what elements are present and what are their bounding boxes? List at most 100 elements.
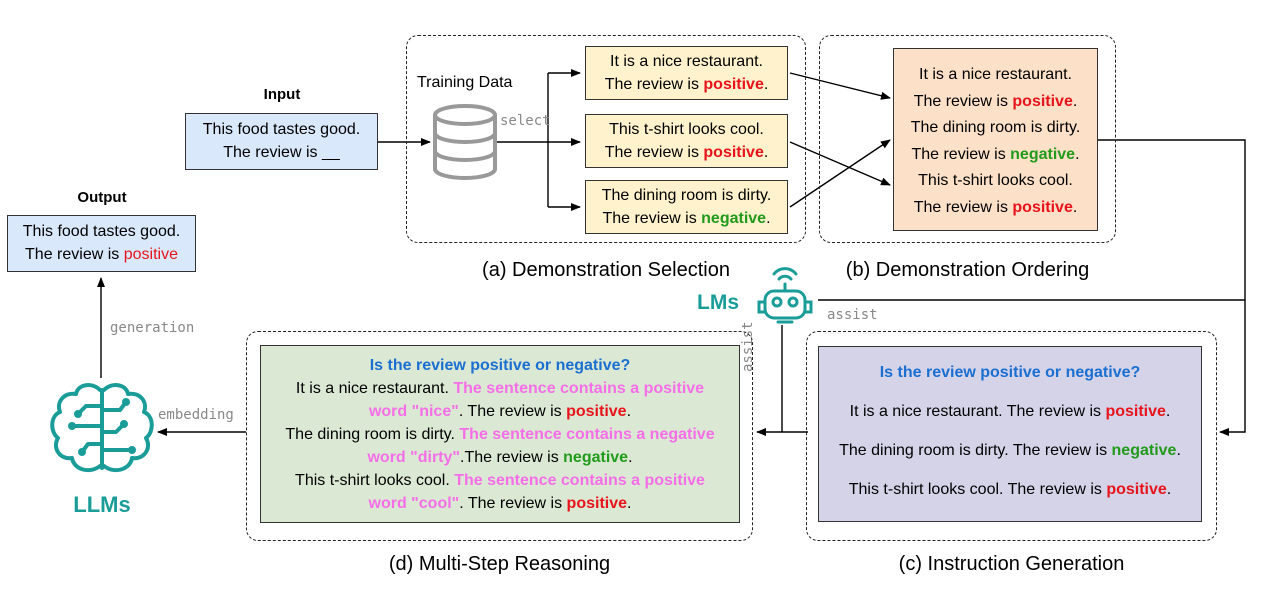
- ordering-to-instruction-arrow: [1098, 139, 1246, 436]
- instruction-item-1-suffix: .: [1165, 403, 1171, 420]
- instruction-item-3-label: positive: [1106, 481, 1167, 498]
- embedding-label: embedding: [158, 407, 234, 423]
- instruction-item-2-label: negative: [1111, 442, 1177, 459]
- order-line-2-label: positive: [1012, 92, 1073, 110]
- reasoning-item-2-suffix: .: [628, 449, 633, 466]
- reasoning-item-2-reason-a: The sentence contains a negative: [459, 426, 715, 443]
- order-arrow-1: [789, 72, 891, 100]
- demo-1-sentence: It is a nice restaurant.: [610, 53, 763, 70]
- reasoning-item-3-line-a: This t-shirt looks cool. The sentence co…: [261, 469, 739, 492]
- demo-box-3: The dining room is dirty. The review is …: [585, 180, 788, 234]
- reasoning-item-3-reason-b: word "cool": [368, 495, 460, 512]
- instruction-item-1: It is a nice restaurant. The review is p…: [819, 400, 1201, 423]
- order-line-1: It is a nice restaurant.: [919, 66, 1072, 83]
- demo-3-sentence: The dining room is dirty.: [601, 187, 772, 204]
- output-line-2: The review is positive: [8, 243, 195, 266]
- reasoning-question: Is the review positive or negative?: [369, 357, 631, 374]
- order-line-2: The review is positive.: [894, 89, 1097, 116]
- instruction-item-2-prefix: The dining room is dirty. The review is: [839, 442, 1112, 459]
- reasoning-item-1-line-b: word "nice". The review is positive.: [261, 400, 739, 423]
- instruction-item-1-prefix: It is a nice restaurant. The review is: [849, 403, 1106, 420]
- training-data-label: Training Data: [417, 74, 513, 91]
- ordering-panel: [819, 35, 1116, 243]
- reasoning-item-1-suffix: .: [626, 403, 632, 420]
- output-line-1: This food tastes good.: [22, 223, 181, 240]
- reasoning-item-2-label: negative: [563, 449, 629, 466]
- output-label-positive: positive: [123, 246, 178, 263]
- reasoning-item-2-line-b: word "dirty".The review is negative.: [261, 446, 739, 469]
- order-line-4-prefix: The review is: [911, 145, 1011, 163]
- reasoning-item-2-reason-b: word "dirty": [367, 449, 460, 466]
- input-line-1: This food tastes good.: [202, 121, 361, 138]
- reasoning-item-3-suffix: .: [627, 495, 632, 512]
- assist-label-horizontal: assist: [827, 307, 878, 323]
- reasoning-item-3-sentence: This t-shirt looks cool.: [295, 472, 455, 489]
- order-line-4: The review is negative.: [894, 142, 1097, 169]
- reasoning-item-3-line-b: word "cool". The review is positive.: [261, 492, 739, 515]
- instruction-item-3-suffix: .: [1166, 481, 1172, 498]
- select-label: select: [500, 113, 551, 129]
- order-arrow-2: [789, 141, 891, 186]
- demo-2-review: The review is positive.: [586, 141, 787, 164]
- order-line-6-label: positive: [1012, 198, 1073, 216]
- lms-label: LMs: [697, 291, 739, 314]
- order-arrow-3: [789, 139, 891, 208]
- database-icon: [433, 104, 497, 180]
- order-line-3: The dining room is dirty.: [910, 119, 1081, 136]
- selection-panel: [406, 35, 806, 243]
- reasoning-item-1-reason-a: The sentence contains a positive: [453, 380, 705, 397]
- instruction-item-3-prefix: This t-shirt looks cool. The review is: [848, 481, 1107, 498]
- reasoning-item-3-prefix: . The review is: [459, 495, 567, 512]
- demo-1-suffix: .: [763, 76, 769, 93]
- demo-1-prefix: The review is: [604, 76, 704, 93]
- instruction-box: Is the review positive or negative? It i…: [818, 346, 1202, 522]
- reasoning-panel: [246, 331, 753, 541]
- input-box: This food tastes good. The review is __: [185, 113, 378, 170]
- instruction-caption: (c) Instruction Generation: [898, 553, 1125, 575]
- order-line-4-suffix: .: [1075, 145, 1080, 163]
- order-line-6-prefix: The review is: [913, 198, 1013, 216]
- demo-2-label: positive: [703, 144, 764, 161]
- order-line-2-prefix: The review is: [913, 92, 1013, 110]
- ordering-box: It is a nice restaurant. The review is p…: [893, 48, 1098, 231]
- selection-caption: (a) Demonstration Selection: [482, 259, 730, 281]
- brain-circuit-icon: [50, 383, 154, 473]
- reasoning-item-1-reason-b: word "nice": [368, 403, 459, 420]
- reasoning-item-3-reason-a: The sentence contains a positive: [454, 472, 705, 489]
- instruction-question: Is the review positive or negative?: [879, 364, 1141, 381]
- instruction-item-3: This t-shirt looks cool. The review is p…: [819, 478, 1201, 501]
- demo-box-1: It is a nice restaurant. The review is p…: [585, 46, 788, 100]
- order-line-2-suffix: .: [1072, 92, 1078, 110]
- output-label: Output: [77, 189, 127, 206]
- reasoning-item-1-line-a: It is a nice restaurant. The sentence co…: [261, 377, 739, 400]
- demo-3-suffix: .: [766, 210, 771, 227]
- instruction-panel: [806, 331, 1217, 541]
- order-line-4-label: negative: [1010, 145, 1076, 163]
- order-line-6-suffix: .: [1072, 198, 1078, 216]
- reasoning-caption: (d) Multi-Step Reasoning: [388, 553, 611, 575]
- demo-2-suffix: .: [763, 144, 769, 161]
- reasoning-item-1-sentence: It is a nice restaurant.: [295, 380, 454, 397]
- reasoning-item-2-prefix: .The review is: [460, 449, 564, 466]
- robot-icon: [757, 267, 813, 324]
- reasoning-box: Is the review positive or negative? It i…: [260, 345, 740, 523]
- reasoning-item-1-label: positive: [566, 403, 627, 420]
- order-line-6: The review is positive.: [894, 195, 1097, 222]
- llms-label: LLMs: [73, 492, 131, 517]
- generation-label: generation: [110, 320, 195, 336]
- demo-2-prefix: The review is: [604, 144, 704, 161]
- output-box: This food tastes good. The review is pos…: [7, 215, 196, 272]
- instruction-item-1-label: positive: [1105, 403, 1166, 420]
- demo-1-label: positive: [703, 76, 764, 93]
- demo-box-2: This t-shirt looks cool. The review is p…: [585, 114, 788, 168]
- demo-1-review: The review is positive.: [586, 73, 787, 96]
- demo-2-sentence: This t-shirt looks cool.: [609, 121, 764, 138]
- demo-3-review: The review is negative.: [586, 207, 787, 230]
- reasoning-item-2-line-a: The dining room is dirty. The sentence c…: [261, 423, 739, 446]
- demo-3-label: negative: [701, 210, 767, 227]
- input-label: Input: [263, 86, 301, 103]
- reasoning-item-1-prefix: . The review is: [458, 403, 567, 420]
- order-line-5: This t-shirt looks cool.: [918, 172, 1073, 189]
- instruction-item-2: The dining room is dirty. The review is …: [819, 439, 1201, 462]
